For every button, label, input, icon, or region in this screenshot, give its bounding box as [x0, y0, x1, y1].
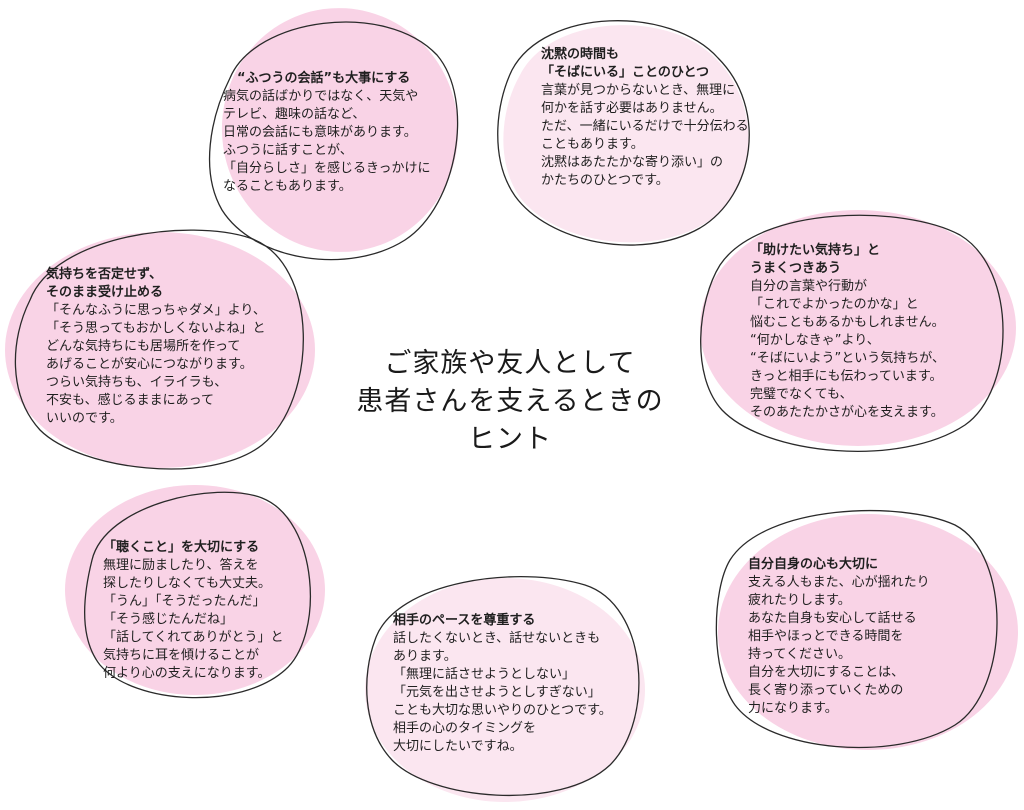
card-body-line: 支える人もまた、心が揺れたり [748, 575, 930, 590]
card-body-line: 悩むこともあるかもしれません。 [750, 315, 945, 330]
card-heading: 「聴くこと」を大切にする [103, 540, 260, 555]
card-body-line: 長く寄り添っていくための [748, 683, 904, 698]
card-body-line: 「そう思ってもおかしくないよね」と [46, 321, 266, 336]
card-body-line: ふつうに話すことが、 [223, 143, 353, 158]
card-heading: 自分自身の心も大切に [748, 557, 879, 572]
card-body-line: 「うん」「そうだったんだ」 [103, 594, 266, 609]
card-body-line: 「元気を出させようとしすぎない」 [393, 685, 601, 700]
card-body-line: いいのです。 [46, 411, 123, 426]
card-silence: 沈黙の時間も 「そばにいる」ことのひとつ 言葉が見つからないとき、無理に 何かを… [541, 46, 749, 190]
title-line: ヒント [468, 424, 552, 455]
card-listening: 「聴くこと」を大切にする 無理に励ましたり、答えを 探したりしなくても大丈夫。 … [103, 539, 283, 683]
card-body-line: 何より心の支えになります。 [103, 666, 271, 681]
card-body-line: 「これでよかったのかな」と [750, 297, 919, 312]
card-accept-feelings: 気持ちを否定せず、 そのまま受け止める 「そんなふうに思っちゃダメ」より、 「そ… [46, 266, 266, 428]
card-body-line: 自分を大切にすることは、 [748, 665, 905, 680]
card-heading: 「助けたい気持ち」と [750, 243, 881, 258]
card-body-line: “そばにいよう”という気持ちが、 [750, 351, 945, 366]
blob-respect-pace [365, 576, 645, 802]
title-line: ご家族や友人として [384, 348, 636, 379]
card-body-line: こともあります。 [541, 137, 644, 152]
card-body-line: “何かしなきゃ”より、 [750, 333, 880, 348]
card-heading: 気持ちを否定せず、 [46, 267, 163, 282]
card-body-line: 「無理に話させようとしない」 [393, 667, 576, 682]
card-body-line: 「話してくれてありがとう」と [103, 630, 284, 645]
card-body-line: どんな気持ちにも居場所を作って [46, 339, 241, 354]
card-heading: 沈黙の時間も [541, 47, 620, 62]
card-body-line: 「そんなふうに思っちゃダメ」より、 [46, 303, 266, 318]
card-heading: “ふつうの会話”も大事にする [237, 71, 411, 86]
card-body-line: かたちのひとつです。 [541, 173, 669, 188]
card-respect-pace: 相手のペースを尊重する 話したくないとき、話せないときも あります。 「無理に話… [393, 612, 612, 756]
card-body-line: 疲れたりします。 [748, 593, 851, 608]
blob-listening [65, 485, 325, 699]
card-body-line: 持ってください。 [748, 647, 851, 662]
card-body-line: 相手やほっとできる時間を [748, 629, 904, 644]
blob-want-to-help [700, 210, 1016, 452]
card-body-line: そのあたたかさが心を支えます。 [750, 405, 944, 420]
card-body-line: テレビ、趣味の話など、 [223, 107, 366, 122]
card-body-line: あります。 [393, 649, 457, 664]
card-heading: うまくつきあう [750, 261, 842, 276]
card-body-line: 日常の会話にも意味があります。 [223, 125, 417, 140]
card-heading: そのまま受け止める [46, 285, 164, 300]
card-body-line: 完璧でなくても、 [750, 387, 853, 402]
card-body-line: 大切にしたいですね。 [393, 739, 523, 754]
card-body-line: あげることが安心につながります。 [46, 357, 253, 372]
title-line: 患者さんを支えるときの [356, 386, 664, 417]
card-body-line: 自分の言葉や行動が [750, 279, 868, 294]
card-body-line: 無理に励ましたり、答えを [103, 558, 259, 573]
card-self-care: 自分自身の心も大切に 支える人もまた、心が揺れたり 疲れたりします。 あなた自身… [748, 556, 930, 718]
card-heading: 相手のペースを尊重する [393, 613, 536, 628]
blob-accept-feelings [5, 229, 315, 470]
card-body-line: 探したりしなくても大丈夫。 [103, 576, 271, 591]
card-body-line: あなた自身も安心して話せる [748, 611, 917, 626]
blob-everyday-talk [208, 8, 459, 261]
blob-self-care [715, 509, 1018, 750]
blob-silence [497, 20, 750, 246]
card-body-line: 話したくないとき、話せないときも [393, 631, 601, 646]
card-body-line: 不安も、感じるままにあって [46, 393, 214, 408]
card-body-line: ことも大切な思いやりのひとつです。 [393, 703, 612, 718]
card-body-line: ただ、一緒にいるだけで十分伝わる [541, 119, 749, 134]
card-body-line: つらい気持ちも、イライラも、 [46, 375, 228, 390]
card-body-line: 相手の心のタイミングを [393, 721, 537, 736]
card-heading: 「そばにいる」ことのひとつ [541, 65, 709, 80]
card-want-to-help: 「助けたい気持ち」と うまくつきあう 自分の言葉や行動が 「これでよかったのかな… [750, 242, 945, 422]
card-body-line: 病気の話ばかりではなく、天気や [223, 89, 419, 104]
card-body-line: 言葉が見つからないとき、無理に [541, 83, 736, 98]
card-body-line: 何かを話す必要はありません。 [541, 101, 723, 116]
card-body-line: 「自分らしさ」を感じるきっかけに [223, 161, 431, 176]
card-body-line: 「そう感じたんだね」 [103, 612, 234, 627]
main-title: ご家族や友人として 患者さんを支えるときの ヒント [300, 345, 720, 459]
card-body-line: なることもあります。 [223, 179, 352, 194]
card-body-line: きっと相手にも伝わっています。 [750, 369, 943, 384]
card-body-line: 気持ちに耳を傾けることが [103, 648, 260, 663]
card-everyday-talk: “ふつうの会話”も大事にする 病気の話ばかりではなく、天気や テレビ、趣味の話な… [223, 70, 430, 196]
card-body-line: 沈黙はあたたかな寄り添い」の [541, 155, 724, 170]
card-body-line: 力になります。 [748, 701, 838, 716]
